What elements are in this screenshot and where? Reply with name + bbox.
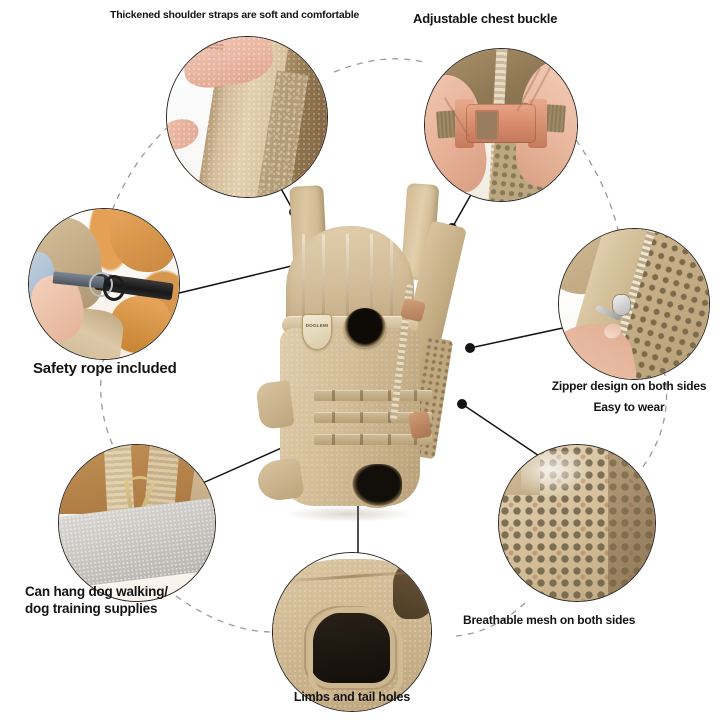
ring-arc-straps-buckle [333,58,425,73]
callout-label-hang-supplies: Can hang dog walking/ dog training suppl… [25,584,168,617]
ring-arc-hooks-limbs [175,595,273,633]
callout-circle-shoulder-straps [166,36,328,198]
product-leg-hole-right [350,464,402,508]
product-leg-hole-left [255,457,305,503]
product-shadow [286,506,412,522]
photo-limb-and-tail-hole [273,553,431,711]
callout-label-safety-rope: Safety rope included [33,360,177,377]
callout-circle-zipper [558,228,710,380]
photo-hanging-hooks [59,445,215,601]
callout-circle-chest-buckle [424,48,578,202]
product-lower-buckle [407,410,433,440]
product-logo-badge: DOGLEMI [302,314,332,350]
callout-circle-safety-rope [28,208,180,360]
photo-safety-rope-clip [29,209,179,359]
callout-circle-limb-holes [272,552,432,712]
photo-breathable-mesh-fabric [499,445,655,601]
product-badge-text: DOGLEMI [305,323,329,328]
product-port-hole [344,308,386,348]
photo-side-zipper-pull [559,229,709,379]
product-molle-strip-1 [314,390,432,401]
photo-adjustable-chest-buckle [425,49,577,201]
callout-circle-breathable-mesh [498,444,656,602]
product-side-pocket [255,380,295,430]
product-image-dog-carrier: DOGLEMI [252,183,484,550]
callout-label-zipper: Zipper design on both sides [551,379,707,393]
ring-arc-buckle-zipper [575,139,621,239]
callout-label-chest-buckle: Adjustable chest buckle [413,11,558,26]
callout-circle-hang-supplies [58,444,216,602]
product-molle-strip-3 [314,434,432,445]
callout-label-zipper-line2: Easy to wear [593,400,665,414]
callout-label-shoulder-straps: Thickened shoulder straps are soft and c… [110,9,360,21]
callout-label-breathable-mesh: Breathable mesh on both sides [463,613,636,627]
photo-thickened-shoulder-strap [167,37,327,197]
callout-label-limb-holes: Limbs and tail holes [293,690,411,704]
